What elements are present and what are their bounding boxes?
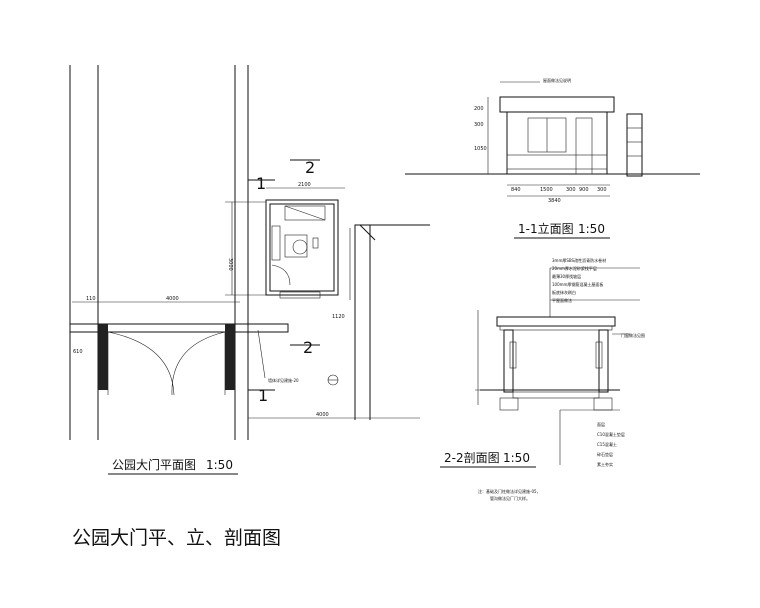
elevation-scale: 1:50: [578, 222, 605, 236]
section-roof-layer-2: 20mm厚水泥砂浆找平层: [552, 265, 597, 271]
elevation-dim-left-2: 300: [474, 122, 484, 128]
plan-scale: 1:50: [206, 458, 233, 472]
plan-dim-left-top: 110: [86, 296, 96, 302]
plan-section-mark-1-top: 1: [256, 174, 266, 193]
section-floor-layer-1: 面层: [597, 421, 605, 427]
elevation-dim-total: 3840: [548, 198, 561, 204]
elevation-dim-bottom-5: 300: [597, 187, 607, 193]
section-view: [475, 267, 640, 465]
section-title: 2-2剖面图: [444, 451, 500, 465]
plan-section-mark-2-bottom: 2: [303, 338, 313, 357]
plan-dim-left-vertical: 3000: [227, 258, 233, 271]
section-roof-layer-5: 板底抹灰刷白: [552, 289, 576, 295]
plan-section-mark-1-bottom: 1: [258, 386, 268, 405]
plan-view: [69, 65, 430, 440]
elevation-dim-left-3: 1050: [474, 146, 487, 152]
plan-title: 公园大门平面图: [112, 457, 196, 472]
elevation-dim-left-1: 200: [474, 106, 484, 112]
section-side-note: 门窗做法见图: [621, 332, 645, 338]
section-floor-layer-2: C10混凝土垫层: [597, 431, 625, 437]
plan-note: 墙体详见建施-20: [268, 377, 299, 383]
plan-section-mark-2-top: 2: [305, 158, 315, 177]
elevation-view: [405, 81, 700, 197]
section-footnote-1: 注：基础及门柱做法详见建施-05，: [478, 488, 541, 494]
plan-dim-bottom: 4000: [316, 412, 329, 418]
plan-dim-gate-width: 4000: [166, 296, 179, 302]
elevation-dim-bottom-2: 1500: [540, 187, 553, 193]
section-roof-layer-4: 100mm厚钢筋混凝土屋面板: [552, 281, 603, 287]
section-footnote-2: 管沟做法见厂门大样。: [490, 495, 530, 501]
section-roof-layer-3: 最薄30厚找坡层: [552, 273, 581, 279]
section-roof-layer-6: 平屋面做法: [552, 297, 572, 303]
plan-dim-top: 2100: [298, 182, 311, 188]
section-roof-layer-1: 3mm厚SBS改性沥青防水卷材: [552, 257, 606, 263]
section-floor-layer-5: 素土夯实: [597, 461, 613, 467]
section-scale: 1:50: [503, 451, 530, 465]
plan-dim-left-bottom: 610: [73, 349, 83, 355]
elevation-roof-note: 屋面做法见说明: [543, 77, 571, 83]
elevation-dim-bottom-1: 840: [511, 187, 521, 193]
plan-dim-right-small: 1120: [332, 314, 345, 320]
elevation-dim-bottom-4: 900: [579, 187, 589, 193]
elevation-title: 1-1立面图: [518, 221, 574, 236]
section-floor-layer-3: C15混凝土: [597, 441, 617, 447]
elevation-dim-bottom-3: 300: [566, 187, 576, 193]
section-floor-layer-4: 碎石垫层: [597, 451, 613, 457]
sheet-title: 公园大门平、立、剖面图: [72, 527, 281, 549]
